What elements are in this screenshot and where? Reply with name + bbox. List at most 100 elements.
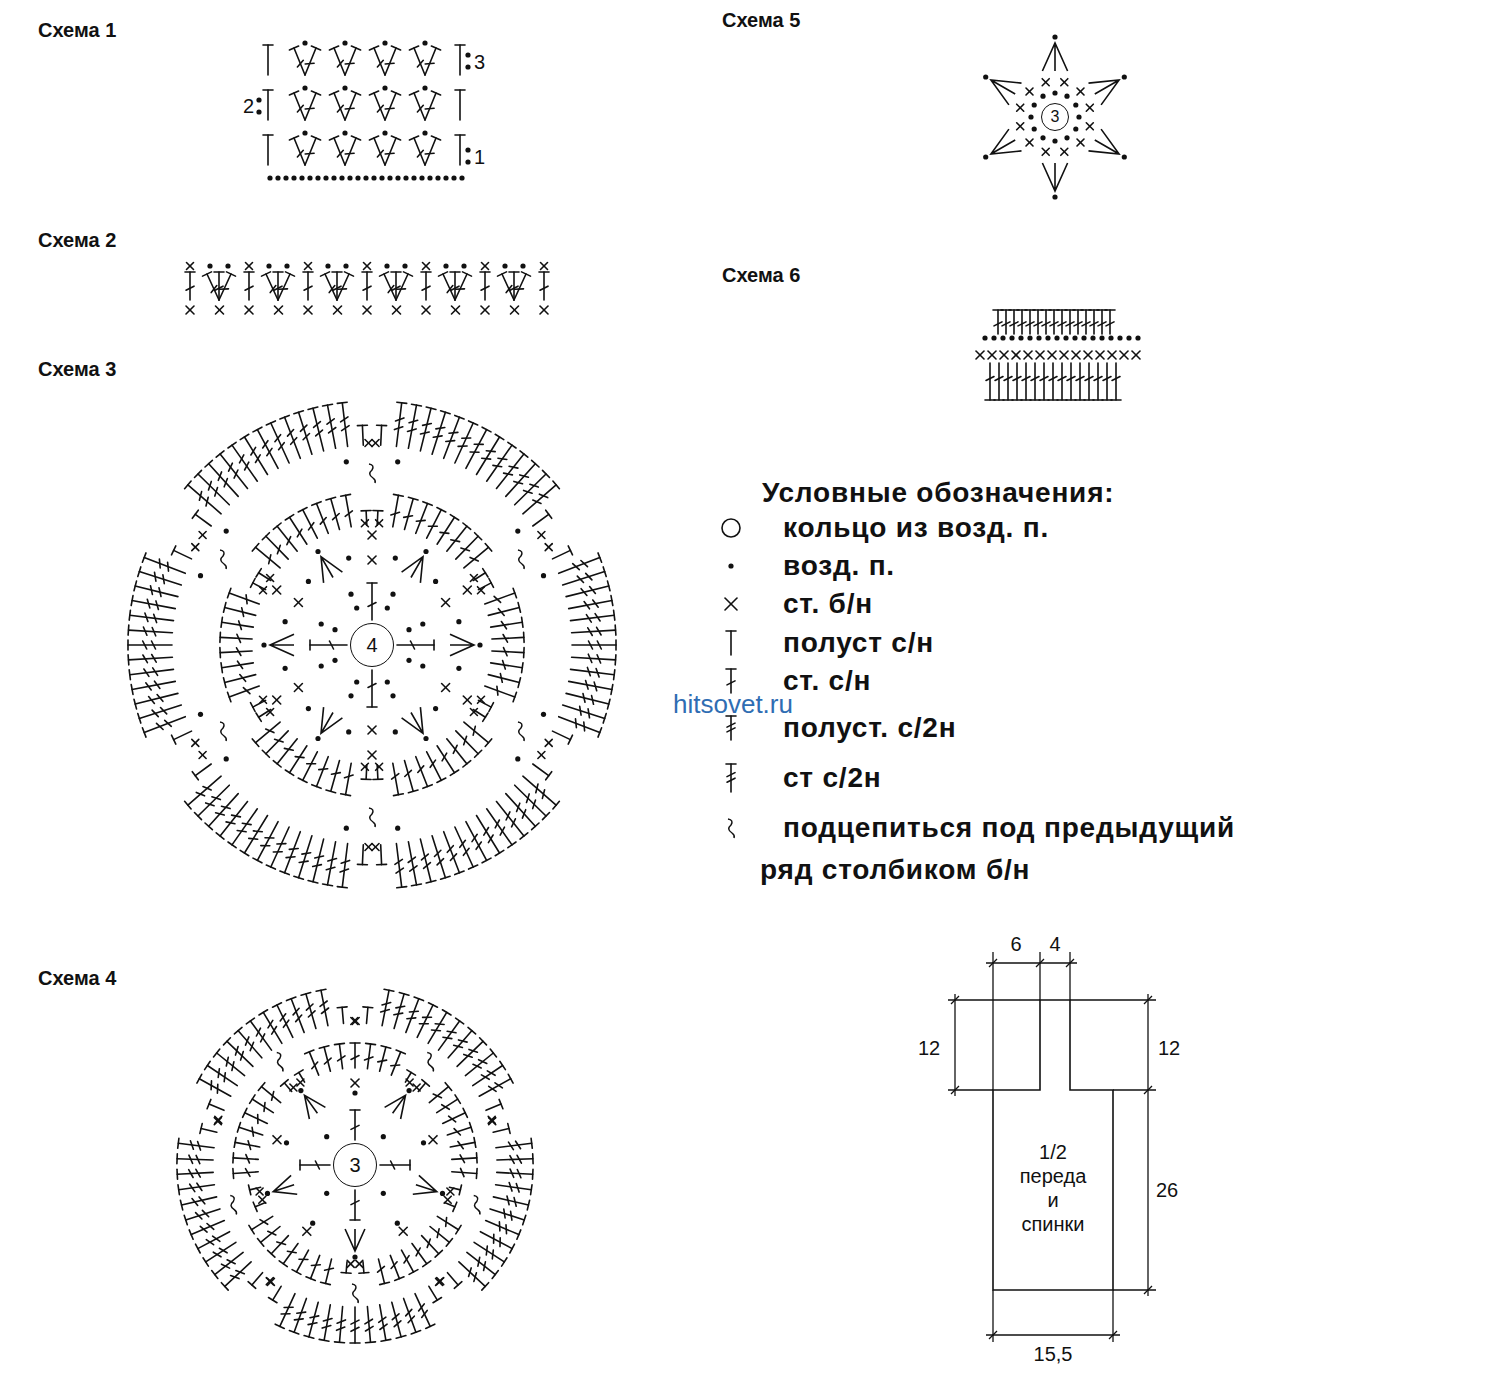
stitch-post [317, 504, 329, 534]
stitch-cross [332, 773, 341, 775]
chain-dot [465, 52, 470, 57]
sc-mark [1048, 351, 1056, 359]
sc-mark [1061, 79, 1068, 86]
stitch-cross [264, 1103, 265, 1112]
stitch-cross [575, 719, 578, 728]
stitch-top [298, 508, 307, 513]
sc-mark [256, 1188, 263, 1195]
stitch-cross [224, 479, 227, 487]
stitch-post [449, 1187, 460, 1190]
sc-mark [199, 752, 206, 759]
text-holder: 15,5 [1023, 1342, 1083, 1366]
chain-dot [319, 621, 324, 626]
stitch-post [1079, 363, 1081, 400]
stitch-post [222, 622, 254, 627]
stitch-cross [407, 1017, 416, 1019]
chain-dot [382, 40, 387, 45]
chain-dot [465, 147, 470, 152]
sc-mark [1012, 351, 1020, 359]
chain-dot [315, 549, 320, 554]
stitch-post [374, 48, 385, 75]
sc-mark [463, 586, 471, 594]
chain-dot [1052, 90, 1057, 95]
stitch-cross [504, 648, 508, 656]
stitch-top [221, 663, 222, 673]
sc-mark [1084, 351, 1092, 359]
stitch-top [455, 44, 465, 46]
stitch-cross [450, 854, 456, 861]
stitch-post [384, 274, 396, 300]
stitch-top [433, 1298, 442, 1303]
dimension-line [986, 1334, 1120, 1335]
text-holder: ст с/2н [783, 761, 882, 795]
stitch-cross [269, 555, 271, 564]
join-hook [230, 1196, 236, 1215]
stitch-post [571, 615, 615, 620]
chain-dot [384, 263, 389, 268]
stitch-cross [396, 1006, 405, 1008]
stitch-top [726, 630, 736, 632]
stitch-cross [394, 427, 402, 430]
stitch-post [233, 1158, 258, 1160]
stitch-top [326, 497, 336, 500]
stitch-top [485, 739, 492, 747]
sc-mark [988, 351, 996, 359]
stitch-cross [143, 627, 147, 635]
stitch-cross [257, 1115, 259, 1124]
stitch-post [493, 1197, 528, 1205]
stitch-post [198, 474, 229, 505]
stitch-top [485, 544, 492, 552]
stitch-cross [337, 105, 343, 112]
text-holder: Схема 5 [722, 8, 800, 32]
sc-mark [347, 1260, 354, 1267]
stitch-cross [1085, 377, 1093, 381]
stitch-post [380, 1305, 386, 1341]
cluster-symbol [450, 634, 474, 656]
stitch-post [1034, 363, 1036, 400]
stitch-cross [217, 1084, 219, 1093]
join-hook [474, 1196, 480, 1215]
stitch-post [437, 1099, 458, 1112]
stitch-top [426, 1324, 435, 1328]
chain-dot [207, 263, 212, 268]
chain-dot [256, 97, 261, 102]
chain-dot [385, 679, 390, 684]
stitch-post [198, 785, 229, 816]
stitch-post [553, 731, 571, 740]
stitch-post [252, 1099, 273, 1112]
stitch-post [339, 1044, 342, 1069]
stitch-cross [469, 1268, 472, 1277]
stitch-top [350, 1042, 360, 1044]
stitch-top [221, 617, 222, 627]
sc-mark [1072, 351, 1080, 359]
stitch-cross [449, 1116, 456, 1122]
stitch-cross [206, 497, 208, 506]
chain-dot [224, 756, 229, 761]
stitch-cross [516, 1141, 521, 1149]
stitch-post [342, 403, 347, 447]
stitch-top [357, 864, 367, 866]
stitch-top [263, 134, 273, 136]
stitch-top [203, 272, 212, 276]
stitch-cross [198, 1142, 201, 1151]
stitch-post [459, 1262, 485, 1287]
stitch-top [369, 91, 378, 95]
sc-mark [399, 1227, 407, 1235]
stitch-post [362, 425, 364, 445]
sc-mark [1060, 351, 1068, 359]
stitch-top [423, 785, 432, 789]
dimension: 4 [1035, 932, 1075, 956]
stitch-post [1070, 363, 1072, 400]
sc-mark [1077, 88, 1084, 95]
stitch-top [249, 1185, 251, 1195]
stitch-top [256, 569, 261, 577]
stitch-cross [268, 1231, 276, 1235]
stitch-post [427, 510, 442, 539]
stitch-post [452, 1172, 477, 1174]
sc-mark [423, 263, 430, 270]
stitch-cross [251, 447, 256, 455]
chain-dot [1126, 335, 1131, 340]
stitch-post [1109, 310, 1111, 334]
chain-dot [1081, 335, 1086, 340]
dimension-tick [1144, 1286, 1152, 1294]
